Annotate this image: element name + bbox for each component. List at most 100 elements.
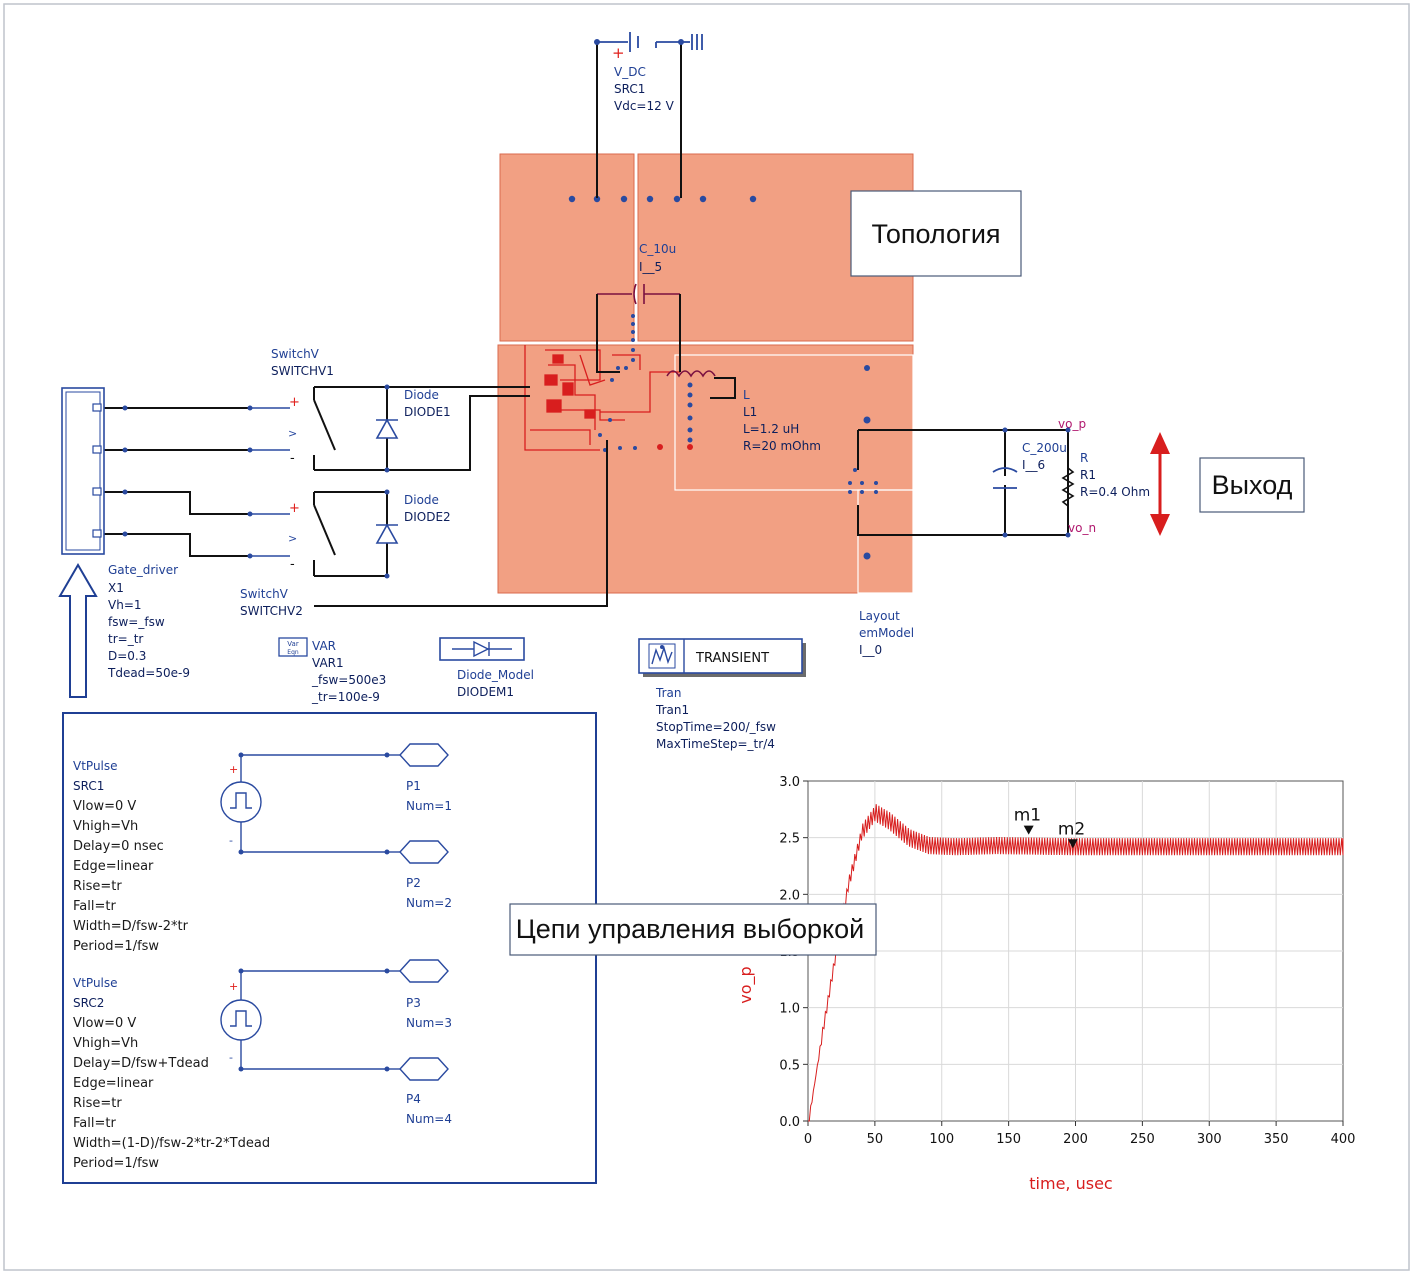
svg-text:Width=D/fsw-2*tr: Width=D/fsw-2*tr [73, 919, 189, 934]
tran-name: Tran [655, 686, 681, 700]
vtpulse1-name: VtPulse [73, 759, 118, 773]
pcb-inductor-pad-area [674, 354, 914, 491]
svg-text:+: + [289, 395, 300, 410]
x-tick-label: 0 [804, 1132, 812, 1147]
diode-2[interactable]: Diode DIODE2 [375, 489, 451, 579]
capacitor-200u-symbol[interactable] [992, 467, 1018, 489]
transient-label: TRANSIENT [695, 651, 769, 666]
callout-output: Выход [1199, 457, 1305, 513]
gate-driver-param-2: tr=_tr [108, 632, 143, 646]
diode-1[interactable]: Diode DIODE1 [375, 384, 451, 473]
gate-driver-param-1: fsw=_fsw [108, 615, 165, 629]
c200u-id: I__6 [1022, 458, 1045, 472]
c200u-name: C_200u [1022, 441, 1067, 455]
x-tick-label: 200 [1063, 1132, 1088, 1147]
vtpulse2-params: Vlow=0 V Vhigh=Vh Delay=D/fsw+Tdead Edge… [73, 1016, 270, 1171]
svg-text:Vlow=0 V: Vlow=0 V [73, 799, 136, 814]
chart-markers: m1 m2 [1014, 806, 1085, 849]
marker-m2-label: m2 [1058, 819, 1085, 839]
svg-text:Vhigh=Vh: Vhigh=Vh [73, 1036, 138, 1051]
vdc-id: SRC1 [614, 82, 645, 96]
up-arrow-icon [58, 563, 98, 698]
svg-text:Delay=D/fsw+Tdead: Delay=D/fsw+Tdead [73, 1056, 209, 1071]
switch2-id: SWITCHV2 [240, 604, 303, 618]
schematic-wires [104, 42, 1069, 607]
gate-driver-name: Gate_driver [108, 563, 178, 577]
y-tick-label: 2.0 [779, 888, 800, 903]
svg-text:>: > [288, 427, 297, 440]
switch-1[interactable]: SwitchV SWITCHV1 + > - [247, 347, 336, 470]
svg-text:Выход: Выход [1212, 470, 1293, 500]
y-axis-label: vo_p [736, 966, 756, 1003]
gate-driver-param-4: Tdead=50e-9 [107, 666, 190, 680]
output-stage[interactable]: vo_p vo_n C_200u I__6 R R1 R=0.4 Ohm [992, 417, 1150, 538]
resistor-name: R [1080, 451, 1088, 465]
marker-m1-label: m1 [1014, 806, 1041, 826]
svg-text:+: + [229, 763, 238, 776]
pulse-source-1-icon[interactable]: + - [220, 752, 387, 855]
diode1-type: Diode [404, 388, 439, 402]
svg-text:-: - [290, 557, 295, 572]
diode2-type: Diode [404, 493, 439, 507]
var-param-0: _fsw=500e3 [311, 673, 386, 687]
x-tick-label: 50 [867, 1132, 884, 1147]
var-icon-top: Var [287, 640, 299, 648]
svg-text:+: + [289, 501, 300, 516]
resistor-value: R=0.4 Ohm [1080, 485, 1150, 499]
x-tick-label: 250 [1130, 1132, 1155, 1147]
pcb-port-markers [657, 444, 693, 450]
svg-text:-: - [229, 834, 233, 847]
port-p1-name: P1 [406, 779, 421, 793]
layout-inst: I__0 [859, 643, 882, 657]
resistor-symbol[interactable] [1061, 467, 1075, 507]
diode-model-block[interactable]: Diode_Model DIODEM1 [439, 637, 534, 699]
svg-text:Fall=tr: Fall=tr [73, 1116, 116, 1131]
svg-text:-: - [290, 451, 295, 466]
pcb-vias [568, 195, 878, 560]
switch-2[interactable]: + > - SwitchV SWITCHV2 [240, 492, 336, 618]
pulse-sources-panel[interactable]: VtPulse SRC1 Vlow=0 V Vhigh=Vh Delay=0 n… [62, 712, 597, 1184]
gate-driver[interactable] [61, 387, 128, 555]
c10u-id: I__5 [639, 260, 662, 274]
svg-text:>: > [288, 532, 297, 545]
inductor-value: L=1.2 uH [743, 422, 799, 436]
vtpulse2-name: VtPulse [73, 976, 118, 990]
var-param-1: _tr=100e-9 [311, 690, 380, 704]
var-name: VAR [312, 639, 336, 653]
svg-text:+: + [229, 980, 238, 993]
pcb-plane-top-left [499, 153, 635, 342]
net-vo-p: vo_p [1058, 417, 1086, 431]
dc-source[interactable]: + V_DC SRC1 Vdc=12 V [594, 32, 703, 113]
svg-text:Rise=tr: Rise=tr [73, 1096, 122, 1111]
inductor-coil[interactable] [666, 370, 716, 378]
port-p4-name: P4 [406, 1092, 421, 1106]
gate-driver-id: X1 [108, 581, 124, 595]
svg-text:Edge=linear: Edge=linear [73, 859, 154, 874]
layout-id: emModel [859, 626, 914, 640]
svg-text:Edge=linear: Edge=linear [73, 1076, 154, 1091]
series-vo-p-line [808, 804, 1344, 1122]
x-tick-label: 100 [929, 1132, 954, 1147]
svg-text:Vlow=0 V: Vlow=0 V [73, 1016, 136, 1031]
pulse-source-2-icon[interactable]: + - [220, 968, 387, 1072]
svg-text:Period=1/fsw: Period=1/fsw [73, 939, 159, 954]
port-p4[interactable]: P4 Num=4 [384, 1057, 452, 1126]
marker-m2-icon [1067, 839, 1078, 849]
inductor-resistance: R=20 mOhm [743, 439, 821, 453]
vtpulse2-id: SRC2 [73, 996, 104, 1010]
port-p4-num: Num=4 [406, 1112, 452, 1126]
var-icon-bottom: Eqn [287, 649, 299, 656]
var-eqn-block[interactable]: Var Eqn VAR VAR1 _fsw=500e3 _tr=100e-9 [278, 637, 386, 704]
port-p3[interactable]: P3 Num=3 [384, 959, 452, 1030]
capacitor-10u-symbol[interactable] [597, 283, 680, 305]
gate-driver-param-0: Vh=1 [108, 598, 142, 612]
port-p1-num: Num=1 [406, 799, 452, 813]
port-p1[interactable]: P1 Num=1 [384, 743, 452, 813]
inductor-id: L1 [743, 405, 757, 419]
vtpulse1-params: Vlow=0 V Vhigh=Vh Delay=0 nsec Edge=line… [73, 799, 189, 954]
transient-block[interactable]: TRANSIENT Tran Tran1 StopTime=200/_fsw M… [638, 638, 806, 751]
port-p2[interactable]: P2 Num=2 [384, 840, 452, 910]
transient-icon [648, 643, 676, 669]
